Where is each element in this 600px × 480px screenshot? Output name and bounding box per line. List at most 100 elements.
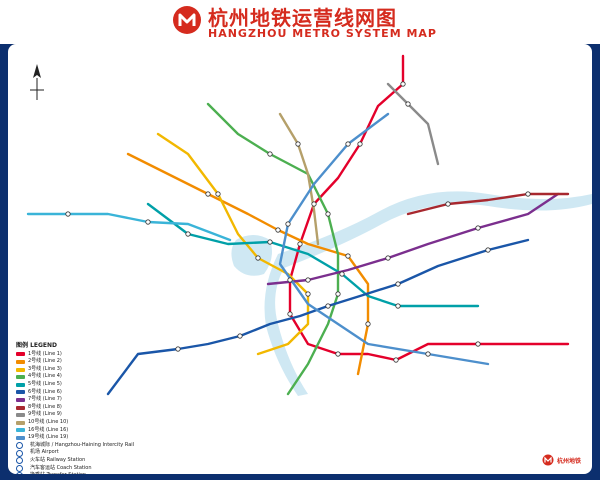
station-marker[interactable] bbox=[267, 239, 273, 245]
station-marker[interactable] bbox=[145, 219, 151, 225]
legend-item-line: 10号线 (Line 10) bbox=[16, 419, 166, 427]
station-marker[interactable] bbox=[395, 303, 401, 309]
metro-line4[interactable] bbox=[206, 102, 340, 396]
legend-item-line: 8号线 (Line 8) bbox=[16, 404, 166, 412]
legend-label: 7号线 (Line 7) bbox=[28, 396, 62, 403]
legend-lines: 1号线 (Line 1)2号线 (Line 2)3号线 (Line 3)4号线 … bbox=[16, 351, 166, 442]
metro-line9[interactable] bbox=[386, 82, 440, 166]
station-marker[interactable] bbox=[205, 191, 211, 197]
legend-swatch bbox=[16, 367, 25, 372]
station-marker[interactable] bbox=[485, 247, 491, 253]
legend-item-line: 1号线 (Line 1) bbox=[16, 351, 166, 359]
station-marker[interactable] bbox=[400, 81, 406, 87]
legend-label: 2号线 (Line 2) bbox=[28, 358, 62, 365]
legend-label: 4号线 (Line 4) bbox=[28, 373, 62, 380]
map-canvas[interactable]: 图例 LEGEND 1号线 (Line 1)2号线 (Line 2)3号线 (L… bbox=[8, 44, 592, 474]
metro-line3[interactable] bbox=[156, 132, 310, 356]
station-marker[interactable] bbox=[311, 201, 317, 207]
station-marker[interactable] bbox=[345, 141, 351, 147]
station-marker[interactable] bbox=[405, 101, 411, 107]
metro-line7[interactable] bbox=[266, 192, 560, 286]
legend-label: 1号线 (Line 1) bbox=[28, 350, 62, 357]
station-marker[interactable] bbox=[335, 291, 341, 297]
brand-logo-icon bbox=[542, 454, 554, 466]
station-marker[interactable] bbox=[305, 291, 311, 297]
map-subtitle: HANGZHOU METRO SYSTEM MAP bbox=[208, 27, 437, 40]
legend-label: 杭海城际 / Hangzhou-Haining Intercity Rail bbox=[30, 441, 135, 448]
legend-item-line: 6号线 (Line 6) bbox=[16, 389, 166, 397]
legend-swatch bbox=[16, 382, 25, 387]
station-marker[interactable] bbox=[287, 311, 293, 317]
station-marker[interactable] bbox=[385, 255, 391, 261]
station-marker[interactable] bbox=[267, 151, 273, 157]
legend-item-line: 7号线 (Line 7) bbox=[16, 396, 166, 404]
station-marker[interactable] bbox=[345, 253, 351, 259]
metro-line6[interactable] bbox=[106, 238, 530, 396]
metro-line2[interactable] bbox=[126, 152, 370, 376]
legend-symbol-icon bbox=[16, 449, 23, 457]
station-marker[interactable] bbox=[339, 271, 345, 277]
legend-symbol-icon bbox=[16, 464, 23, 472]
legend-item-line: 4号线 (Line 4) bbox=[16, 373, 166, 381]
legend-symbol-icon bbox=[16, 472, 23, 474]
station-marker[interactable] bbox=[395, 281, 401, 287]
legend-item-line: 5号线 (Line 5) bbox=[16, 381, 166, 389]
metro-network[interactable] bbox=[8, 44, 592, 474]
station-marker[interactable] bbox=[475, 341, 481, 347]
metro-line8[interactable] bbox=[406, 192, 570, 216]
station-marker[interactable] bbox=[365, 321, 371, 327]
legend-swatch bbox=[16, 428, 25, 433]
north-arrow-icon bbox=[30, 64, 44, 100]
station-marker[interactable] bbox=[285, 221, 291, 227]
brand-name: 杭州地铁 bbox=[557, 457, 582, 465]
station-marker[interactable] bbox=[393, 357, 399, 363]
station-marker[interactable] bbox=[275, 227, 281, 233]
legend: 图例 LEGEND 1号线 (Line 1)2号线 (Line 2)3号线 (L… bbox=[16, 342, 166, 474]
legend-swatch bbox=[16, 375, 25, 380]
legend-label: 5号线 (Line 5) bbox=[28, 380, 62, 387]
legend-swatch bbox=[16, 352, 25, 357]
watermark: 抖音号: 1336743501 bbox=[168, 448, 419, 473]
legend-label: 3号线 (Line 3) bbox=[28, 365, 62, 372]
station-marker[interactable] bbox=[287, 277, 293, 283]
legend-symbol-icon bbox=[16, 442, 23, 450]
legend-item-line: 19号线 (Line 19) bbox=[16, 434, 166, 442]
station-marker[interactable] bbox=[175, 346, 181, 352]
station-marker[interactable] bbox=[425, 351, 431, 357]
station-marker[interactable] bbox=[215, 191, 221, 197]
station-marker[interactable] bbox=[255, 255, 261, 261]
station-marker[interactable] bbox=[305, 277, 311, 283]
legend-swatch bbox=[16, 435, 25, 440]
west-lake bbox=[231, 235, 272, 276]
station-marker[interactable] bbox=[297, 241, 303, 247]
station-marker[interactable] bbox=[525, 191, 531, 197]
metro-line16[interactable] bbox=[26, 212, 232, 242]
station-marker[interactable] bbox=[65, 211, 71, 217]
station-marker[interactable] bbox=[335, 351, 341, 357]
legend-label: 火车站 Railway Station bbox=[30, 456, 86, 463]
legend-label: 19号线 (Line 19) bbox=[28, 434, 69, 441]
legend-label: 6号线 (Line 6) bbox=[28, 388, 62, 395]
legend-title: 图例 LEGEND bbox=[16, 342, 58, 349]
legend-item-line: 16号线 (Line 16) bbox=[16, 427, 166, 435]
metro-line10[interactable] bbox=[278, 112, 320, 246]
metro-brand: 杭州地铁 bbox=[542, 454, 581, 466]
station-marker[interactable] bbox=[475, 225, 481, 231]
legend-swatch bbox=[16, 397, 25, 402]
station-marker[interactable] bbox=[237, 333, 243, 339]
legend-item-symbol: 机场 Airport bbox=[16, 449, 166, 457]
legend-label: 16号线 (Line 16) bbox=[28, 426, 69, 433]
station-marker[interactable] bbox=[185, 231, 191, 237]
legend-item-symbol: 换乘站 Transfer Station bbox=[16, 472, 166, 474]
station-marker[interactable] bbox=[445, 201, 451, 207]
legend-item-line: 9号线 (Line 9) bbox=[16, 411, 166, 419]
station-marker[interactable] bbox=[357, 141, 363, 147]
station-marker[interactable] bbox=[325, 211, 331, 217]
station-marker[interactable] bbox=[295, 141, 301, 147]
legend-item-symbol: 汽车客运站 Coach Station bbox=[16, 465, 166, 473]
metro-line19[interactable] bbox=[278, 112, 490, 366]
metro-line5[interactable] bbox=[146, 202, 480, 308]
station-marker[interactable] bbox=[325, 303, 331, 309]
